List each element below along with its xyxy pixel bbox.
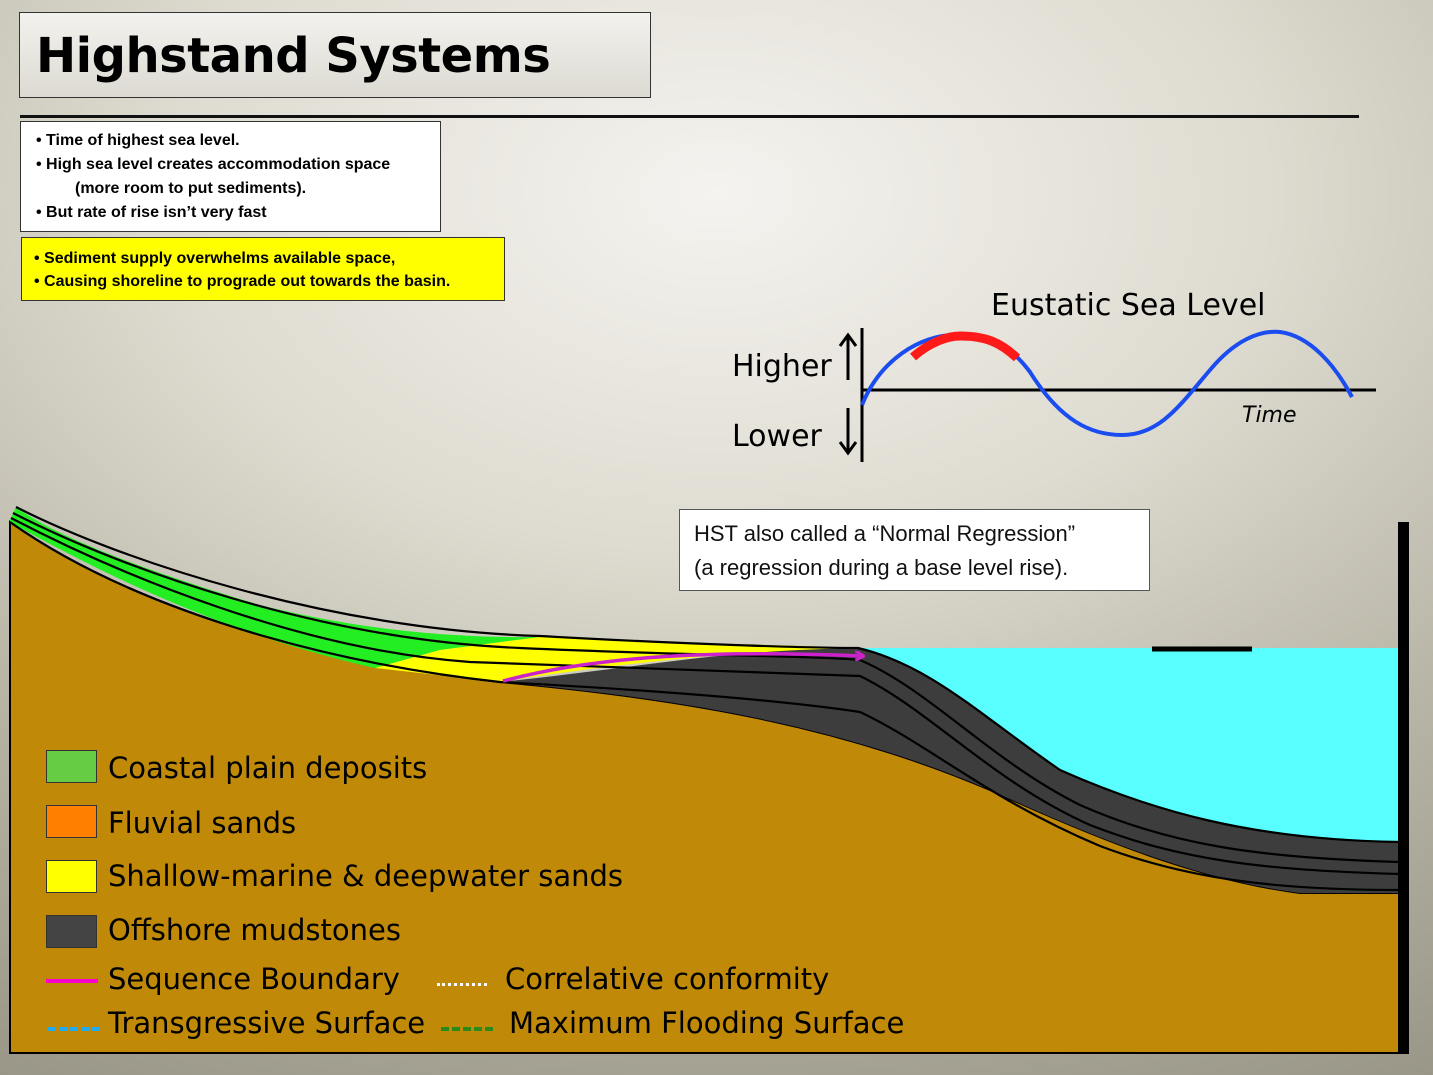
title-divider [20, 115, 1359, 118]
higher-arrow-icon [838, 332, 858, 380]
legend-line-mfs [441, 1027, 493, 1031]
clinoform-line [12, 512, 1401, 864]
note-line: • High sea level creates accommodation s… [36, 156, 391, 173]
section-right-edge [1398, 522, 1409, 1054]
highlight-notes-panel: • Sediment supply overwhelms available s… [21, 237, 505, 301]
legend-label-offshore: Offshore mudstones [108, 913, 401, 947]
legend-line-transgressive [48, 1027, 100, 1031]
progradation-arrow [502, 654, 862, 683]
note-line: (more room to put sediments). [75, 180, 307, 197]
clinoform-line [9, 521, 1401, 892]
page-title: Highstand Systems Tract [19, 12, 651, 170]
legend-swatch-offshore [46, 915, 97, 948]
higher-label: Higher [732, 349, 832, 384]
legend-label-sequence-boundary: Sequence Boundary [108, 962, 400, 996]
note-line: • Sediment supply overwhelms available s… [34, 250, 396, 267]
clinoform-line [10, 517, 1401, 876]
callout-line: HST also called a “Normal Regression” [694, 521, 1076, 546]
legend-label-shallow-marine: Shallow-marine & deepwater sands [108, 859, 623, 893]
lower-label: Lower [732, 419, 822, 454]
legend-line-correlative [437, 983, 487, 986]
legend-swatch-fluvial [46, 805, 97, 838]
legend-label-fluvial: Fluvial sands [108, 806, 297, 840]
chart-title: Eustatic Sea Level [991, 288, 1266, 323]
note-line: • Causing shoreline to prograde out towa… [34, 273, 451, 290]
legend-label-transgressive: Transgressive Surface [108, 1006, 426, 1040]
sea-level-chart [838, 328, 1376, 462]
hst-callout: HST also called a “Normal Regression” (a… [679, 509, 1150, 591]
legend-label-coastal-plain: Coastal plain deposits [108, 751, 428, 785]
clinoform-line [15, 506, 1401, 844]
note-line: • Time of highest sea level. [36, 132, 240, 149]
time-axis-label: Time [1242, 403, 1297, 428]
highstand-highlight [910, 331, 1021, 362]
offshore-mudstone-wedge [500, 647, 1400, 893]
lower-arrow-icon [838, 408, 858, 456]
notes-panel: • Time of highest sea level. • High sea … [20, 121, 441, 232]
legend-label-mfs: Maximum Flooding Surface [509, 1006, 905, 1040]
clinoform-lines [9, 506, 1401, 892]
legend-swatch-shallow-marine [46, 860, 97, 893]
legend-swatch-coastal-plain [46, 750, 97, 783]
sea-water [858, 648, 1400, 870]
legend-label-correlative: Correlative conformity [505, 962, 830, 996]
callout-line: (a regression during a base level rise). [694, 555, 1069, 580]
coastal-plain-wedge [10, 507, 540, 668]
note-line: • But rate of rise isn’t very fast [36, 204, 267, 221]
legend-line-sequence-boundary [46, 979, 98, 983]
